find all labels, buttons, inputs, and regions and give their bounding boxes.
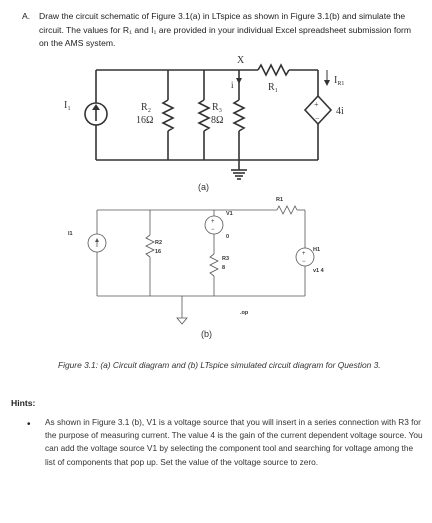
mid-resistor bbox=[232, 99, 246, 132]
source-plus: + bbox=[314, 100, 319, 109]
figure-a-caption: (a) bbox=[198, 182, 209, 192]
r3-ltspice-label: R3 bbox=[222, 256, 229, 262]
figure-caption: Figure 3.1: (a) Circuit diagram and (b) … bbox=[58, 360, 381, 370]
r3-resistor bbox=[197, 99, 211, 132]
i1-current-source bbox=[84, 102, 108, 126]
v1-ltspice-label: V1 bbox=[226, 211, 233, 217]
h1-ltspice-label: H1 bbox=[313, 247, 320, 253]
r1-resistor bbox=[257, 63, 290, 77]
node-x-label: X bbox=[237, 55, 245, 66]
ir1-arrow-icon bbox=[324, 80, 330, 86]
r2-label: R₂ bbox=[141, 102, 151, 113]
ground-icon bbox=[176, 317, 188, 325]
h1-plus: + bbox=[302, 251, 306, 257]
hint-bullet: • bbox=[27, 419, 31, 430]
question-number: A. bbox=[22, 11, 31, 21]
r2-resistor bbox=[161, 99, 175, 132]
circuit-figures: X i R₁ IR1 I₁ R₂ 16Ω R₃ 8Ω 4i + − (a) bbox=[64, 55, 344, 339]
r1-ltspice-resistor bbox=[276, 205, 298, 215]
op-directive: .op bbox=[240, 310, 249, 316]
i1-label: I₁ bbox=[64, 100, 71, 111]
r3-value: 8Ω bbox=[211, 115, 223, 126]
r2-ltspice-label: R2 bbox=[155, 240, 162, 246]
h1-minus: − bbox=[302, 259, 306, 265]
source-minus: − bbox=[315, 114, 320, 123]
current-i-label: i bbox=[231, 80, 234, 90]
source-gain-label: 4i bbox=[336, 106, 344, 117]
r2-value: 16Ω bbox=[136, 115, 153, 126]
i1-ltspice-label: I1 bbox=[68, 231, 73, 237]
figure-b-caption: (b) bbox=[201, 329, 212, 339]
hint-text: As shown in Figure 3.1 (b), V1 is a volt… bbox=[45, 417, 423, 467]
figure-a-schematic bbox=[84, 63, 333, 180]
h1-ltspice-value: v1 4 bbox=[313, 268, 325, 274]
r3-ltspice-value: 8 bbox=[222, 265, 225, 271]
r2-ltspice-resistor bbox=[145, 234, 155, 258]
r1-ltspice-label: R1 bbox=[276, 197, 283, 203]
v1-plus: + bbox=[211, 219, 215, 225]
i1-arrow-icon bbox=[92, 104, 100, 110]
r1-label: R₁ bbox=[268, 82, 278, 93]
figure-b-schematic bbox=[87, 205, 315, 318]
v1-ltspice-value: 0 bbox=[226, 234, 229, 240]
ir1-label: IR1 bbox=[334, 75, 344, 87]
question-text: Draw the circuit schematic of Figure 3.1… bbox=[39, 11, 412, 49]
r3-ltspice-resistor bbox=[209, 253, 219, 277]
hints-heading: Hints: bbox=[11, 398, 36, 408]
v1-minus: − bbox=[211, 227, 215, 233]
i1-ltspice-arrow-icon bbox=[95, 238, 99, 242]
r3-label: R₃ bbox=[212, 102, 222, 113]
r2-ltspice-value: 16 bbox=[155, 249, 161, 255]
